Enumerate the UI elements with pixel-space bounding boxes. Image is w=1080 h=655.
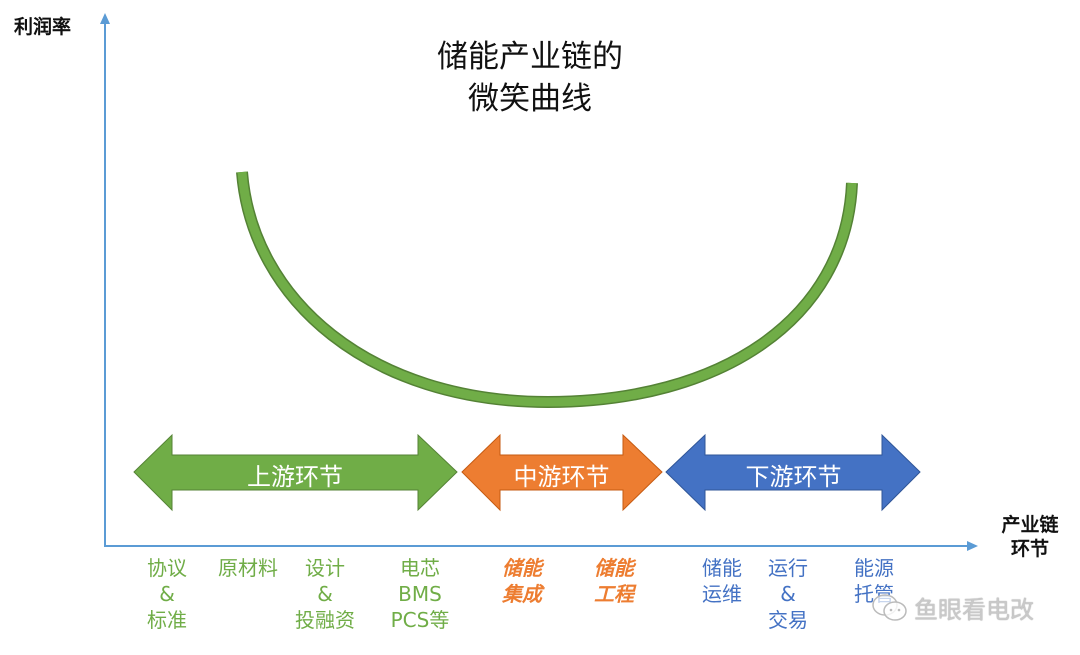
stage-line: 设计 <box>305 556 345 580</box>
stage-line: 标准 <box>147 608 187 632</box>
stage-line: PCS等 <box>390 608 450 632</box>
smile-curve <box>236 171 858 409</box>
diagram-title: 储能产业链的 微笑曲线 <box>380 36 680 120</box>
stage-line: 交易 <box>768 608 808 632</box>
downstream-arrow <box>665 433 921 512</box>
stage-line: 电芯 <box>400 556 440 580</box>
midstream-label: 中游环节 <box>513 463 610 491</box>
stage-line: 储能 <box>702 556 742 580</box>
watermark: 鱼眼看电改 <box>870 590 1034 625</box>
stage-operation-trading: 运行 & 交易 <box>756 555 820 633</box>
stage-line: & <box>159 582 175 606</box>
x-axis-label: 产业链 环节 <box>990 513 1070 561</box>
stage-line: 能源 <box>854 556 894 580</box>
stage-design-financing: 设计 & 投融资 <box>287 555 363 633</box>
stage-line: 运行 <box>768 556 808 580</box>
x-axis-label-line2: 环节 <box>1010 538 1049 560</box>
stage-line: 投融资 <box>295 608 355 632</box>
y-axis-label: 利润率 <box>14 16 72 38</box>
y-axis-arrowhead <box>100 13 110 24</box>
x-axis-label-line1: 产业链 <box>1001 514 1059 536</box>
stage-line: BMS <box>398 582 442 606</box>
stage-line: & <box>780 582 796 606</box>
title-line2: 微笑曲线 <box>468 81 592 117</box>
stage-line: 储能 <box>502 556 542 580</box>
stage-line: 原材料 <box>218 556 278 580</box>
x-axis-arrowhead <box>967 541 978 551</box>
midstream-arrow <box>461 433 663 512</box>
wechat-icon <box>872 593 907 621</box>
stage-line: 储能 <box>594 556 634 580</box>
stage-line: 协议 <box>147 556 187 580</box>
upstream-label: 上游环节 <box>247 463 343 491</box>
stage-line: & <box>317 582 333 606</box>
stage-cells-bms-pcs: 电芯 BMS PCS等 <box>380 555 460 633</box>
smile-curve-fill <box>237 171 857 407</box>
title-line1: 储能产业链的 <box>437 39 623 75</box>
watermark-text: 鱼眼看电改 <box>914 596 1034 624</box>
stage-line: 集成 <box>502 582 542 606</box>
stage-storage-integration: 储能 集成 <box>490 555 554 607</box>
upstream-arrow <box>133 433 458 512</box>
stage-storage-engineering: 储能 工程 <box>582 555 646 607</box>
downstream-label: 下游环节 <box>745 463 842 491</box>
stage-protocol-standard: 协议 & 标准 <box>135 555 199 633</box>
stage-storage-om: 储能 运维 <box>690 555 754 607</box>
stage-line: 运维 <box>702 582 742 606</box>
stage-raw-materials: 原材料 <box>210 555 286 581</box>
stage-line: 工程 <box>594 582 634 606</box>
